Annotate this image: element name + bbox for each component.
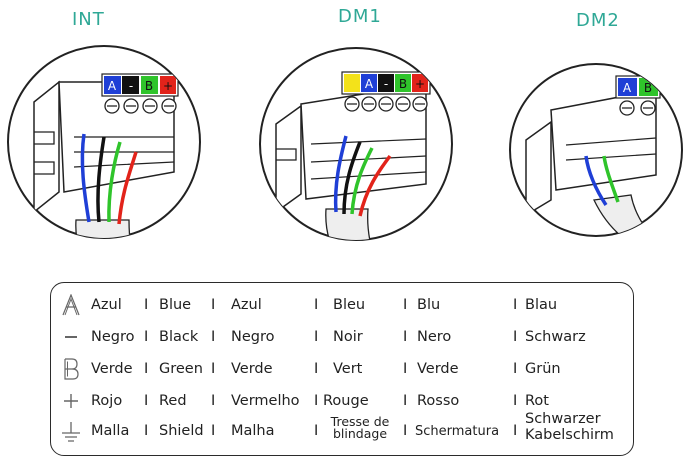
title-int: INT [72, 9, 105, 30]
legend-en: Shield [159, 423, 204, 439]
int-terminal-b: B [145, 79, 153, 93]
legend-separator: I [211, 297, 216, 313]
legend-separator: I [314, 423, 319, 439]
legend-row-a: Azul I Blue I Azul I Bleu I Blu I Blau [51, 293, 633, 323]
legend-it: Schermatura [415, 424, 500, 439]
legend-de: Rot [525, 393, 549, 409]
legend-fr-multiline: Tresse de blindage [325, 414, 395, 441]
legend-it: Nero [417, 329, 452, 345]
legend-separator: I [513, 329, 518, 345]
legend-en: Red [159, 393, 187, 409]
legend-es: Negro [91, 329, 135, 345]
legend-it: Rosso [417, 393, 460, 409]
legend-separator: I [403, 329, 408, 345]
legend-de: Schwarz [525, 329, 586, 345]
dm2-terminal-b: B [644, 81, 652, 95]
legend-separator: I [513, 393, 518, 409]
legend-separator: I [314, 361, 319, 377]
int-terminal-minus: - [129, 79, 133, 93]
legend-en: Green [159, 361, 203, 377]
legend-fr: Vert [333, 361, 363, 377]
legend-de-line1: Schwarzer [525, 411, 601, 427]
legend-row-plus: Rojo I Red I Vermelho I Rouge I Rosso I … [51, 393, 633, 419]
legend-separator: I [144, 329, 149, 345]
ground-icon [60, 421, 82, 447]
legend-it: Blu [417, 297, 441, 313]
legend-de: Grün [525, 361, 561, 377]
legend-separator: I [211, 393, 216, 409]
A-icon [61, 293, 81, 320]
legend-de-multiline: Schwarzer Kabelschirm [525, 411, 614, 443]
legend-separator: I [513, 361, 518, 377]
legend-pt: Azul [231, 297, 262, 313]
title-dm2: DM2 [576, 10, 620, 31]
legend-separator: I [513, 297, 518, 313]
legend-pt: Vermelho [231, 393, 300, 409]
legend-es: Verde [91, 361, 133, 377]
legend-fr: Noir [333, 329, 363, 345]
legend-separator: I [211, 329, 216, 345]
legend-separator: I [403, 297, 408, 313]
legend-fr: Bleu [333, 297, 366, 313]
legend-separator: I [144, 361, 149, 377]
legend-separator: I [314, 297, 319, 313]
legend-separator: I [211, 361, 216, 377]
legend-separator: I [403, 423, 408, 439]
legend-fr: Rouge [323, 393, 369, 409]
legend-separator: I [144, 297, 149, 313]
legend-de-line2: Kabelschirm [525, 427, 614, 443]
plus-icon [61, 392, 81, 414]
legend-es: Malla [91, 423, 130, 439]
title-dm1: DM1 [338, 6, 382, 27]
legend-separator: I [403, 361, 408, 377]
legend-separator: I [144, 393, 149, 409]
dm1-terminal-b: B [399, 77, 407, 91]
legend-es: Azul [91, 297, 122, 313]
legend-es: Rojo [91, 393, 123, 409]
legend-row-minus: Negro I Black I Negro I Noir I Nero I Sc… [51, 329, 633, 355]
legend-fr-line1: Tresse de [330, 414, 390, 429]
legend-pt: Malha [231, 423, 275, 439]
dm2-terminal-a: A [623, 81, 632, 95]
legend-separator: I [403, 393, 408, 409]
legend-separator: I [314, 393, 319, 409]
legend-fr-line2: blindage [332, 426, 388, 441]
legend-pt: Verde [231, 361, 273, 377]
legend-row-b: Verde I Green I Verde I Vert I Verde I G… [51, 358, 633, 387]
legend-de: Blau [525, 297, 558, 313]
legend-en: Blue [159, 297, 192, 313]
connector-int-illustration: A - B + [7, 45, 201, 239]
B-icon [61, 358, 81, 384]
connector-dm2-illustration: A B [509, 63, 683, 237]
legend-separator: I [211, 423, 216, 439]
int-terminal-a: A [108, 79, 117, 93]
int-terminal-plus: + [163, 79, 173, 93]
connector-dm1-illustration: A - B + [259, 47, 453, 241]
dm1-terminal-a: A [365, 77, 374, 91]
legend-en: Black [159, 329, 199, 345]
dm1-terminal-minus: - [384, 77, 388, 91]
dm1-terminal-plus: + [415, 77, 425, 91]
legend-pt: Negro [231, 329, 275, 345]
legend-separator: I [314, 329, 319, 345]
legend-row-ground: Malla I Shield I Malha I Tresse de blind… [51, 411, 633, 449]
legend-separator: I [144, 423, 149, 439]
minus-icon [61, 331, 81, 347]
legend-separator: I [513, 423, 518, 439]
wire-color-legend: Azul I Blue I Azul I Bleu I Blu I Blau N… [50, 282, 634, 456]
legend-it: Verde [417, 361, 459, 377]
